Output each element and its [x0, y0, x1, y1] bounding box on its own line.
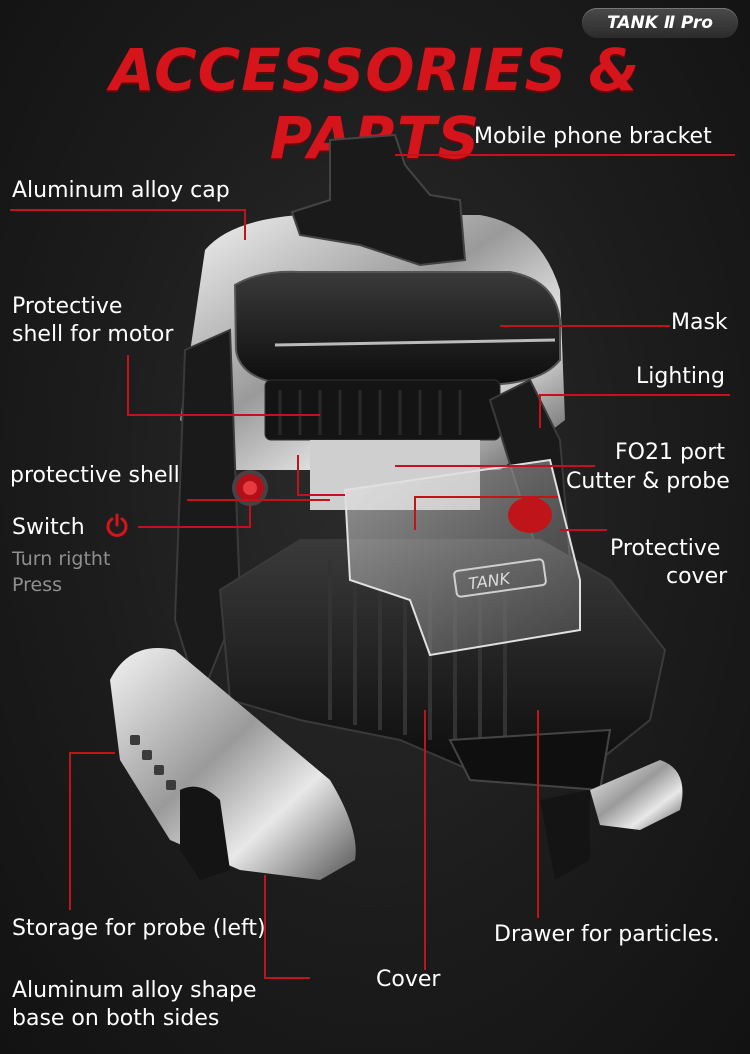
label-protective-cover-line1: Protective [610, 536, 721, 561]
label-mobile-phone-bracket: Mobile phone bracket [474, 124, 712, 149]
label-storage-for-probe: Storage for probe (left) [12, 916, 266, 941]
label-turn-right: Turn rigtht [12, 548, 111, 570]
label-protective-shell: protective shell [10, 463, 180, 488]
label-press: Press [12, 574, 63, 596]
label-motor-shell-line2: shell for motor [12, 322, 174, 347]
label-cover: Cover [376, 967, 441, 992]
label-drawer-for-particles: Drawer for particles. [494, 922, 720, 947]
label-protective-cover-line2: cover [666, 564, 728, 589]
power-icon [106, 513, 128, 537]
page-title: ACCESSORIES & PARTS [109, 36, 641, 172]
label-base-line2: base on both sides [12, 1006, 220, 1031]
label-motor-shell-line1: Protective [12, 294, 123, 319]
label-aluminum-alloy-cap: Aluminum alloy cap [12, 178, 230, 203]
label-fo21-port: FO21 port [615, 440, 726, 465]
label-mask: Mask [671, 310, 728, 335]
label-lighting: Lighting [636, 364, 725, 389]
label-switch: Switch [12, 515, 85, 540]
label-cutter-probe: Cutter & probe [566, 469, 730, 494]
brand-badge: TANK Ⅱ Pro [582, 8, 738, 38]
label-base-line1: Aluminum alloy shape [12, 978, 257, 1003]
